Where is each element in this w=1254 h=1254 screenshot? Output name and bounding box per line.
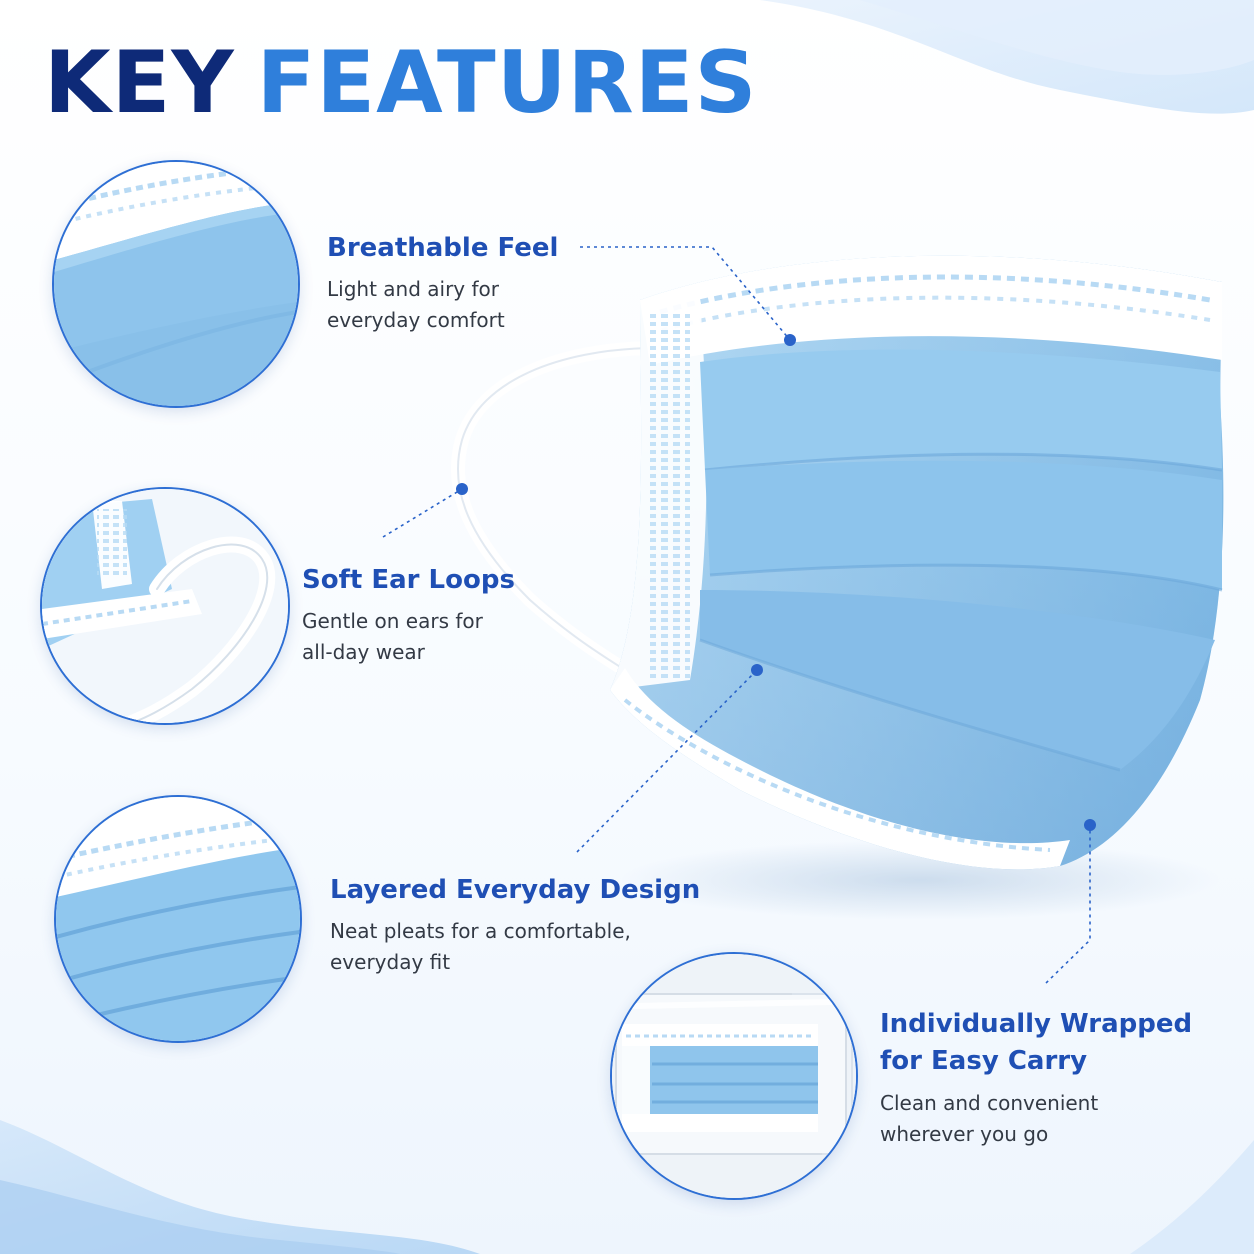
- feature-line: Neat pleats for a comfortable,: [330, 919, 631, 943]
- feature-title-line: for Easy Carry: [880, 1046, 1088, 1076]
- callout-marker-ear-loops: [456, 483, 468, 495]
- headline-word-features: FEATURES: [256, 33, 758, 133]
- feature-line: everyday comfort: [327, 308, 505, 332]
- pleat-2: [705, 460, 1222, 590]
- feature-title: Soft Ear Loops: [302, 565, 515, 595]
- pleat-1: [700, 349, 1222, 470]
- feature-line: Gentle on ears for: [302, 609, 483, 633]
- feature-breathable: Breathable Feel Light and airy for everyd…: [327, 230, 558, 336]
- callout-lines: [382, 246, 1091, 984]
- feature-title: Layered Everyday Design: [330, 875, 701, 905]
- feature-title: Breathable Feel: [327, 233, 559, 263]
- feature-description: Light and airy for everyday comfort: [327, 274, 558, 336]
- detail-circle-fabric: [52, 160, 300, 408]
- feature-layered-design: Layered Everyday Design Neat pleats for …: [330, 872, 700, 978]
- feature-line: everyday fit: [330, 950, 451, 974]
- headline-word-key: KEY: [44, 33, 235, 133]
- callout-marker-wrapped: [1084, 819, 1096, 831]
- feature-description: Gentle on ears for all-day wear: [302, 606, 515, 668]
- feature-individually-wrapped: Individually Wrapped for Easy Carry Clean…: [880, 1006, 1192, 1150]
- feature-ear-loops: Soft Ear Loops Gentle on ears for all-day…: [302, 562, 515, 668]
- callout-marker-breathable: [784, 334, 796, 346]
- detail-circle-wrapped: [610, 952, 858, 1200]
- pleat-3: [700, 590, 1215, 770]
- feature-description: Clean and convenient wherever you go: [880, 1088, 1192, 1150]
- feature-line: all-day wear: [302, 640, 425, 664]
- detail-circle-pleats: [54, 795, 302, 1043]
- feature-title: Individually Wrapped for Easy Carry: [880, 1006, 1192, 1080]
- feature-title-line: Individually Wrapped: [880, 1009, 1193, 1039]
- callout-marker-pleats: [751, 664, 763, 676]
- detail-circle-ear-loop: [40, 487, 290, 725]
- feature-line: Light and airy for: [327, 277, 499, 301]
- feature-description: Neat pleats for a comfortable, everyday f…: [330, 916, 700, 978]
- feature-line: wherever you go: [880, 1122, 1049, 1146]
- feature-line: Clean and convenient: [880, 1091, 1099, 1115]
